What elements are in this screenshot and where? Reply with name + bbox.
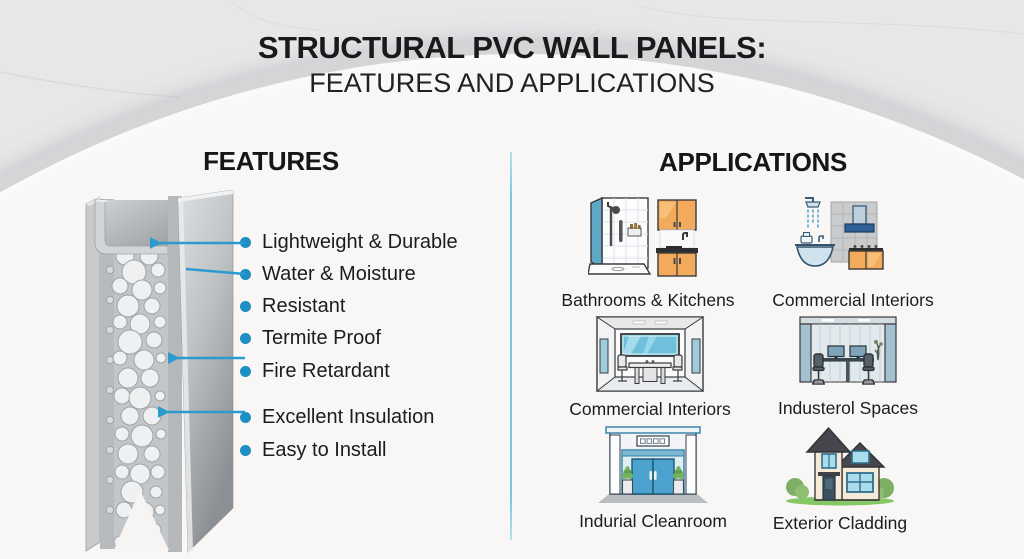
feature-item: Resistant [240,293,345,319]
feature-item: Fire Retardant [240,358,390,384]
bullet-icon [240,365,251,377]
bullet-icon [240,300,251,312]
application-item: Commercial Interiors [545,315,755,420]
feature-label: Termite Proof [262,326,381,349]
applications-heading: APPLICATIONS [658,147,848,177]
application-item: Bathrooms & Kitchens [543,194,753,311]
bullet-icon [240,268,251,280]
application-item: Indurial Cleanroom [548,423,758,532]
callout-arrows [149,237,246,418]
feature-label: Resistant [262,294,346,317]
feature-label: Easy to Install [262,438,387,461]
feature-item: Water & Moisture [240,261,416,287]
application-label: Exterior Cladding [772,513,908,533]
application-label: Commercial Interiors [569,399,731,419]
house-icon [786,426,894,506]
page-title: STRUCTURAL PVC WALL PANELS: [257,30,767,65]
feature-label: Water & Moisture [262,262,416,285]
feature-label: Lightweight & Durable [262,230,458,253]
feature-item: Easy to Install [240,437,387,463]
application-item: Commercial Interiors [748,194,958,311]
bullet-icon [240,332,251,344]
bullet-icon [240,411,251,423]
bullet-icon [240,444,251,456]
application-label: Bathrooms & Kitchens [561,290,735,310]
office-workstation-icon [799,316,897,385]
shower-and-kitchen-cabinets-icon [588,196,698,277]
feature-item: Excellent Insulation [240,404,434,430]
application-label: Indurial Cleanroom [579,511,727,531]
bullet-icon [240,236,251,248]
features-heading: FEATURES [203,146,339,176]
application-label: Commercial Interiors [772,290,934,310]
application-item: Industerol Spaces [743,314,953,419]
feature-label: Excellent Insulation [262,405,435,428]
feature-item: Lightweight & Durable [240,229,458,255]
section-divider [510,152,512,540]
feature-label: Fire Retardant [262,359,390,382]
application-label: Industerol Spaces [777,398,919,418]
application-item: Exterior Cladding [735,421,945,534]
building-entrance-doors-icon [598,426,708,503]
bathtub-range-hood-icon [795,197,884,270]
conference-room-icon [595,316,705,392]
feature-item: Termite Proof [240,325,381,351]
page-subtitle: FEATURES AND APPLICATIONS [309,68,715,98]
